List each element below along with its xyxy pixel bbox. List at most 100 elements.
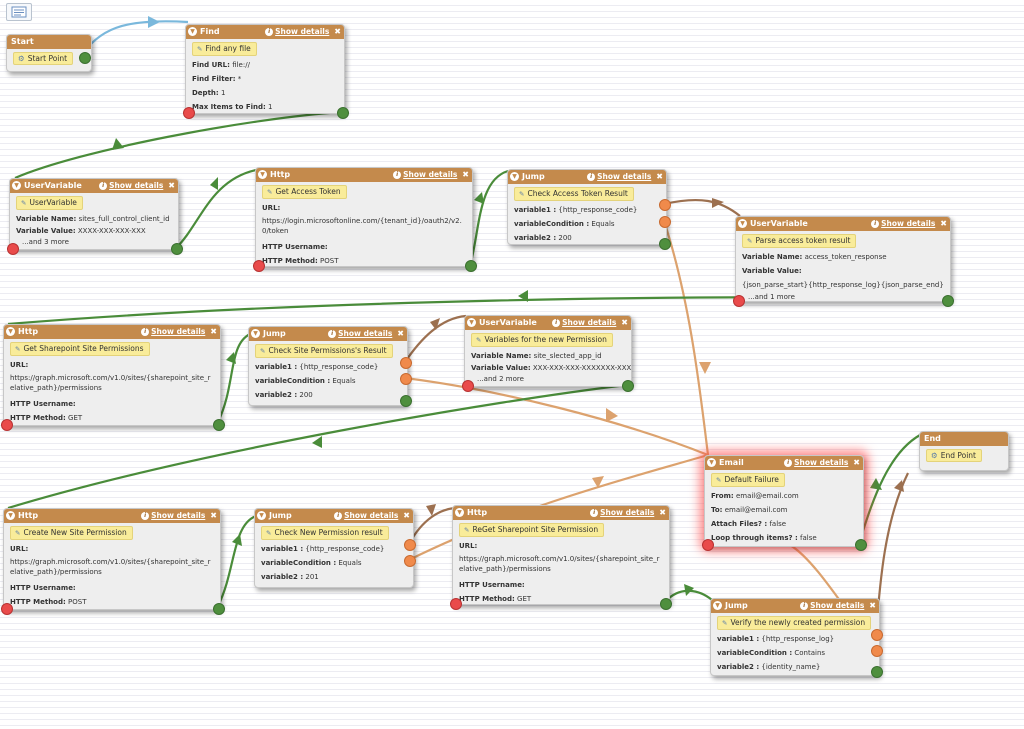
close-icon[interactable]: ✖ bbox=[940, 219, 947, 228]
output-port[interactable] bbox=[871, 666, 883, 678]
close-icon[interactable]: ✖ bbox=[853, 458, 860, 467]
collapse-icon[interactable]: ▼ bbox=[510, 172, 519, 181]
output-port[interactable] bbox=[79, 52, 91, 64]
node-title-chip[interactable]: ✎Get Sharepoint Site Permissions bbox=[10, 342, 150, 356]
error-port[interactable] bbox=[733, 295, 745, 307]
show-details-link[interactable]: Show details bbox=[275, 27, 330, 36]
show-details-link[interactable]: Show details bbox=[338, 329, 393, 338]
output-port[interactable] bbox=[213, 419, 225, 431]
error-port[interactable] bbox=[253, 260, 265, 272]
node-title-chip[interactable]: ✎Verify the newly created permission bbox=[717, 616, 872, 630]
output-port[interactable] bbox=[337, 107, 349, 119]
show-details-link[interactable]: Show details bbox=[600, 508, 655, 517]
node-title-chip[interactable]: ⚙End Point bbox=[926, 449, 982, 462]
collapse-icon[interactable]: ▼ bbox=[467, 318, 476, 327]
node-title-chip[interactable]: ⚙Start Point bbox=[13, 52, 74, 65]
node-title-chip[interactable]: ✎Check Access Token Result bbox=[514, 187, 634, 201]
close-icon[interactable]: ✖ bbox=[210, 511, 217, 520]
condition-false-port[interactable] bbox=[400, 373, 412, 385]
condition-true-port[interactable] bbox=[400, 357, 412, 369]
show-details-link[interactable]: Show details bbox=[881, 219, 936, 228]
error-port[interactable] bbox=[462, 380, 474, 392]
close-icon[interactable]: ✖ bbox=[403, 511, 410, 520]
condition-false-port[interactable] bbox=[871, 645, 883, 657]
output-port[interactable] bbox=[942, 295, 954, 307]
node-title-chip[interactable]: ✎Find any file bbox=[192, 42, 257, 56]
show-details-link[interactable]: Show details bbox=[562, 318, 617, 327]
collapse-icon[interactable]: ▼ bbox=[713, 601, 722, 610]
close-icon[interactable]: ✖ bbox=[656, 172, 663, 181]
node-title-chip[interactable]: ✎Variables for the new Permission bbox=[471, 333, 613, 347]
error-port[interactable] bbox=[183, 107, 195, 119]
collapse-icon[interactable]: ▼ bbox=[188, 27, 197, 36]
output-port[interactable] bbox=[660, 598, 672, 610]
collapse-icon[interactable]: ▼ bbox=[707, 458, 716, 467]
show-details-link[interactable]: Show details bbox=[344, 511, 399, 520]
collapse-icon[interactable]: ▼ bbox=[6, 327, 15, 336]
show-details-link[interactable]: Show details bbox=[794, 458, 849, 467]
node-title-chip[interactable]: ✎Create New Site Permission bbox=[10, 526, 133, 540]
error-port[interactable] bbox=[1, 419, 13, 431]
node-title-chip[interactable]: ✎UserVariable bbox=[16, 196, 83, 210]
show-details-link[interactable]: Show details bbox=[810, 601, 865, 610]
close-icon[interactable]: ✖ bbox=[621, 318, 628, 327]
node-title-chip[interactable]: ✎Check New Permission result bbox=[261, 526, 389, 540]
condition-true-port[interactable] bbox=[659, 199, 671, 211]
output-port[interactable] bbox=[400, 395, 412, 407]
error-port[interactable] bbox=[7, 243, 19, 255]
close-icon[interactable]: ✖ bbox=[210, 327, 217, 336]
collapse-icon[interactable]: ▼ bbox=[738, 219, 747, 228]
node-start[interactable]: Start ⚙Start Point bbox=[6, 34, 92, 72]
show-details-link[interactable]: Show details bbox=[597, 172, 652, 181]
collapse-icon[interactable]: ▼ bbox=[6, 511, 15, 520]
toolbar-list-button[interactable] bbox=[6, 3, 32, 21]
collapse-icon[interactable]: ▼ bbox=[251, 329, 260, 338]
collapse-icon[interactable]: ▼ bbox=[258, 170, 267, 179]
node-title-chip[interactable]: ✎Parse access token result bbox=[742, 234, 857, 248]
condition-true-port[interactable] bbox=[871, 629, 883, 641]
show-details-link[interactable]: Show details bbox=[109, 181, 164, 190]
collapse-icon[interactable]: ▼ bbox=[257, 511, 266, 520]
output-port[interactable] bbox=[622, 380, 634, 392]
show-details-link[interactable]: Show details bbox=[151, 327, 206, 336]
show-details-link[interactable]: Show details bbox=[403, 170, 458, 179]
close-icon[interactable]: ✖ bbox=[334, 27, 341, 36]
output-port[interactable] bbox=[171, 243, 183, 255]
output-port[interactable] bbox=[659, 238, 671, 250]
node-title-chip[interactable]: ✎Check Site Permissions's Result bbox=[255, 344, 393, 358]
node-title-chip[interactable]: ✎ReGet Sharepoint Site Permission bbox=[459, 523, 605, 537]
close-icon[interactable]: ✖ bbox=[659, 508, 666, 517]
close-icon[interactable]: ✖ bbox=[462, 170, 469, 179]
condition-false-port[interactable] bbox=[659, 216, 671, 228]
collapse-icon[interactable]: ▼ bbox=[455, 508, 464, 517]
error-port[interactable] bbox=[450, 598, 462, 610]
error-port[interactable] bbox=[1, 603, 13, 615]
close-icon[interactable]: ✖ bbox=[869, 601, 876, 610]
error-port[interactable] bbox=[702, 539, 714, 551]
close-icon[interactable]: ✖ bbox=[168, 181, 175, 190]
output-port[interactable] bbox=[855, 539, 867, 551]
close-icon[interactable]: ✖ bbox=[397, 329, 404, 338]
output-port[interactable] bbox=[213, 603, 225, 615]
node-title-chip[interactable]: ✎Get Access Token bbox=[262, 185, 347, 199]
node-end[interactable]: End ⚙End Point bbox=[919, 431, 1009, 471]
node-title-chip[interactable]: ✎Default Failure bbox=[711, 473, 785, 487]
show-details-link[interactable]: Show details bbox=[151, 511, 206, 520]
condition-false-port[interactable] bbox=[404, 555, 416, 567]
collapse-icon[interactable]: ▼ bbox=[12, 181, 21, 190]
output-port[interactable] bbox=[465, 260, 477, 272]
